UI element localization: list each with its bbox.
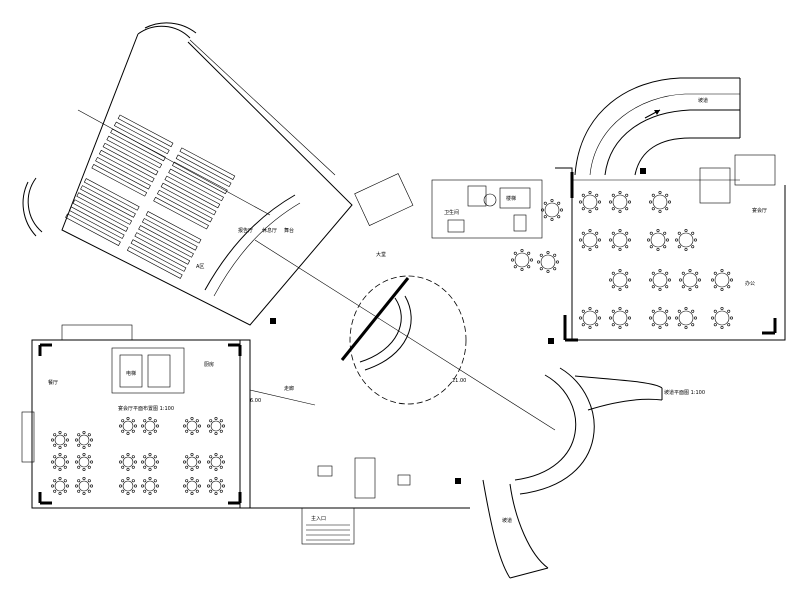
- round-table: [75, 476, 94, 495]
- round-table: [207, 476, 226, 495]
- round-table: [75, 430, 94, 449]
- seat-block: [153, 147, 236, 230]
- restaurant-block: 餐厅 宴会厅平面布置图 1:100 电梯 厨房: [21, 324, 251, 509]
- round-table: [119, 416, 138, 435]
- round-table: [119, 452, 138, 471]
- service-core: 卫生间 楼梯: [354, 173, 543, 239]
- round-table: [141, 452, 160, 471]
- ramp-top: 坡道: [574, 77, 741, 176]
- stage-label: 舞台: [284, 227, 294, 234]
- auditorium-label: 报告厅: [238, 227, 253, 234]
- lobby-center-label: 大堂: [376, 251, 386, 258]
- round-table: [578, 191, 601, 214]
- round-table: [536, 251, 559, 273]
- kitchen-label: 厨房: [204, 361, 214, 368]
- round-table: [578, 306, 601, 329]
- auditorium-wing: 报告厅 舞台 A区: [22, 22, 353, 326]
- round-table: [608, 191, 631, 214]
- dimension-left: 6.00: [250, 398, 261, 404]
- round-table: [648, 268, 671, 291]
- round-table: [141, 416, 160, 435]
- direction-arrow: [644, 109, 661, 119]
- round-table: [50, 452, 70, 471]
- stage-curve: [204, 194, 296, 291]
- round-table: [674, 229, 697, 252]
- elevator-label: 电梯: [126, 370, 136, 377]
- round-table: [183, 476, 202, 495]
- round-table: [608, 268, 631, 291]
- banquet-tables: [510, 191, 733, 329]
- round-table: [183, 416, 202, 435]
- dimension-center: 21.00: [452, 378, 466, 384]
- seat-block: [65, 178, 140, 246]
- round-table: [141, 476, 160, 495]
- auditorium-seating: [65, 114, 236, 279]
- round-table: [608, 306, 631, 329]
- round-table: [510, 249, 533, 271]
- round-table: [648, 191, 671, 214]
- round-table: [648, 306, 671, 329]
- round-table: [50, 430, 70, 449]
- round-table: [678, 268, 701, 291]
- round-table: [674, 306, 697, 329]
- banquet-hall: 宴会厅 办公: [555, 154, 786, 342]
- central-lobby: 21.00 休息厅 大堂 走廊: [249, 227, 556, 431]
- stair-label: 楼梯: [506, 195, 516, 202]
- round-table: [183, 452, 202, 471]
- round-table: [207, 452, 226, 471]
- columns: [270, 168, 646, 484]
- round-table: [207, 416, 226, 435]
- lobby-left-label: 休息厅: [262, 227, 277, 234]
- ramp-bottom-label: 坡道: [502, 517, 512, 524]
- lobby-oval: [349, 275, 467, 405]
- entrance-bottom: 主入口 6.00: [250, 398, 470, 545]
- restaurant-label: 餐厅: [48, 379, 58, 386]
- corridor-label: 走廊: [284, 385, 294, 392]
- seat-block: [91, 114, 174, 197]
- area-label: A区: [196, 264, 204, 270]
- round-table: [578, 229, 601, 252]
- restaurant-tables: [50, 416, 226, 495]
- round-table: [710, 268, 733, 291]
- seat-block: [126, 211, 202, 279]
- toilet-label: 卫生间: [444, 209, 459, 216]
- ramp-bottom: 坡道 坡道平面图 1:100: [482, 367, 705, 579]
- round-table: [75, 452, 94, 471]
- note-right: 坡道平面图 1:100: [664, 389, 705, 396]
- round-table: [119, 476, 138, 495]
- office-label: 办公: [745, 280, 755, 287]
- ramp-top-label: 坡道: [698, 97, 708, 104]
- round-table: [646, 229, 669, 252]
- note-left: 宴会厅平面布置图 1:100: [118, 405, 174, 412]
- round-table: [540, 199, 563, 222]
- entrance-label: 主入口: [311, 515, 326, 522]
- round-table: [608, 229, 631, 252]
- round-table: [710, 306, 733, 329]
- round-table: [50, 476, 70, 495]
- banquet-label: 宴会厅: [752, 207, 767, 214]
